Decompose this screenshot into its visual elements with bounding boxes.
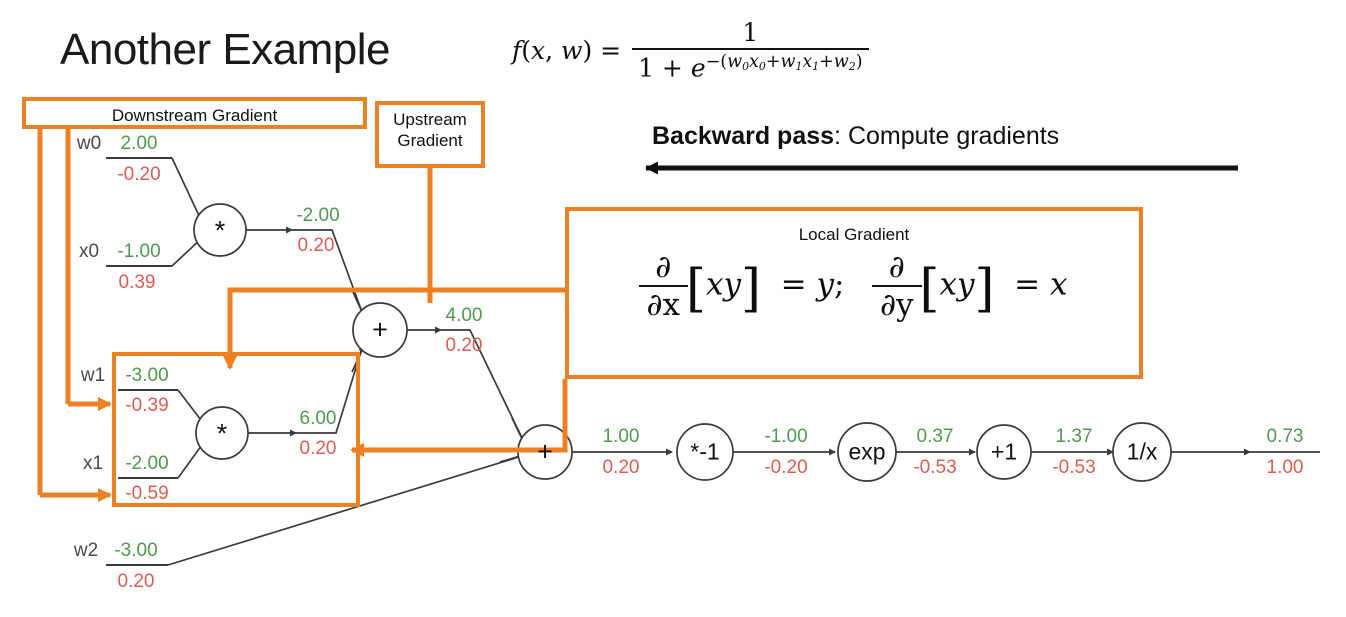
input-backward-x1: -0.59 (125, 483, 169, 504)
node-label-add-main[interactable]: + (537, 436, 553, 467)
node-label-inv[interactable]: 1/x (1126, 438, 1158, 465)
upstream-gradient-box: Upstream Gradient (375, 101, 485, 168)
input-forward-x1: -2.00 (125, 453, 169, 474)
edge-backward-exp-out: -0.53 (913, 457, 957, 478)
upstream-label-line2: Gradient (397, 130, 463, 150)
formula-lhs: f (512, 35, 522, 65)
edge-forward-plus1-out: 1.37 (1055, 426, 1093, 447)
eq1-result: y (816, 266, 834, 303)
input-name-w1: w1 (80, 365, 106, 386)
input-backward-x0: 0.39 (118, 272, 156, 293)
edge-forward-mul-bot-out: 6.00 (299, 408, 337, 429)
fraction-bar (632, 48, 869, 50)
edge-backward-add-main-out: 0.20 (602, 457, 640, 478)
eq2-body: xy (939, 266, 975, 303)
node-inv (1112, 422, 1172, 482)
node-label-mul-top[interactable]: * (214, 215, 226, 246)
node-exp (837, 422, 897, 482)
edge-backward-mul-top-out: 0.20 (297, 235, 335, 256)
node-label-add-mid[interactable]: + (372, 314, 388, 345)
backward-pass-rest: : Compute gradients (834, 122, 1060, 150)
edge-forward-exp-out: 0.37 (916, 426, 954, 447)
downstream-gradient-label: Downstream Gradient (111, 106, 278, 125)
partial-x: ∂ ∂x (638, 249, 689, 323)
input-backward-w1: -0.39 (125, 395, 169, 416)
edge-backward-plus1-out: -0.53 (1052, 457, 1096, 478)
input-name-x0: x0 (78, 241, 100, 262)
input-forward-x0: -1.00 (117, 241, 161, 262)
edge-backward-add-mid-out: 0.20 (445, 335, 483, 356)
local-gradient-equations: ∂ ∂x [xy] = y; ∂ ∂y [xy] = x (569, 249, 1139, 323)
upstream-label-line1: Upstream (393, 110, 467, 129)
node-label-exp[interactable]: exp (848, 438, 886, 465)
local-gradient-caption: Local Gradient (798, 225, 910, 244)
edge-forward-inv-out: 0.73 (1266, 426, 1304, 447)
edge-forward-add-mid-out: 4.00 (445, 305, 483, 326)
input-name-x1: x1 (82, 453, 104, 474)
input-name-w0: w0 (76, 133, 102, 154)
edge-backward-neg1-out: -0.20 (764, 457, 808, 478)
backward-pass-label: Backward pass: Compute gradients (652, 122, 1059, 151)
formula-fraction: 1 1 + e−(w0x0+w1x1+w2) (632, 18, 869, 83)
input-name-w2: w2 (73, 540, 99, 561)
node-mul-neg1 (676, 423, 734, 481)
input-forward-w0: 2.00 (120, 133, 158, 154)
input-forward-w2: -3.00 (114, 540, 158, 561)
node-label-mul-bot[interactable]: * (216, 418, 228, 449)
input-backward-w2: 0.20 (117, 571, 155, 592)
edge-forward-mul-top-out: -2.00 (296, 205, 340, 226)
edge-forward-add-main-out: 1.00 (602, 426, 640, 447)
input-forward-w1: -3.00 (125, 365, 169, 386)
page-title: Another Example (60, 25, 391, 74)
upstream-gradient-label: Upstream Gradient (379, 110, 481, 151)
downstream-gradient-box: Downstream Gradient (22, 97, 367, 129)
edge-backward-inv-out: 1.00 (1266, 457, 1304, 478)
partial-y: ∂ ∂y (872, 249, 922, 323)
main-formula: f(x, w) = 1 1 + e−(w0x0+w1x1+w2) (512, 18, 872, 82)
highlighted-subgraph-box (112, 352, 360, 507)
backward-pass-bold: Backward pass (652, 122, 835, 150)
edge-backward-mul-bot-out: 0.20 (299, 438, 337, 459)
input-backward-w0: -0.20 (117, 164, 161, 185)
eq1-body: xy (705, 266, 741, 303)
edge-forward-neg1-out: -1.00 (764, 426, 808, 447)
node-add-mid (352, 302, 408, 358)
node-mul-top (193, 203, 247, 257)
node-label-plus1[interactable]: +1 (990, 438, 1018, 465)
eq2-result: x (1050, 266, 1068, 303)
formula-numerator: 1 (742, 18, 759, 47)
node-label-mul-neg1[interactable]: *-1 (690, 438, 720, 465)
formula-denominator: 1 + e−(w0x0+w1x1+w2) (638, 51, 863, 83)
local-gradient-box: Local Gradient ∂ ∂x [xy] = y; ∂ ∂y [xy] … (565, 207, 1143, 379)
node-plus1 (976, 424, 1032, 480)
node-mul-bot (195, 406, 249, 460)
